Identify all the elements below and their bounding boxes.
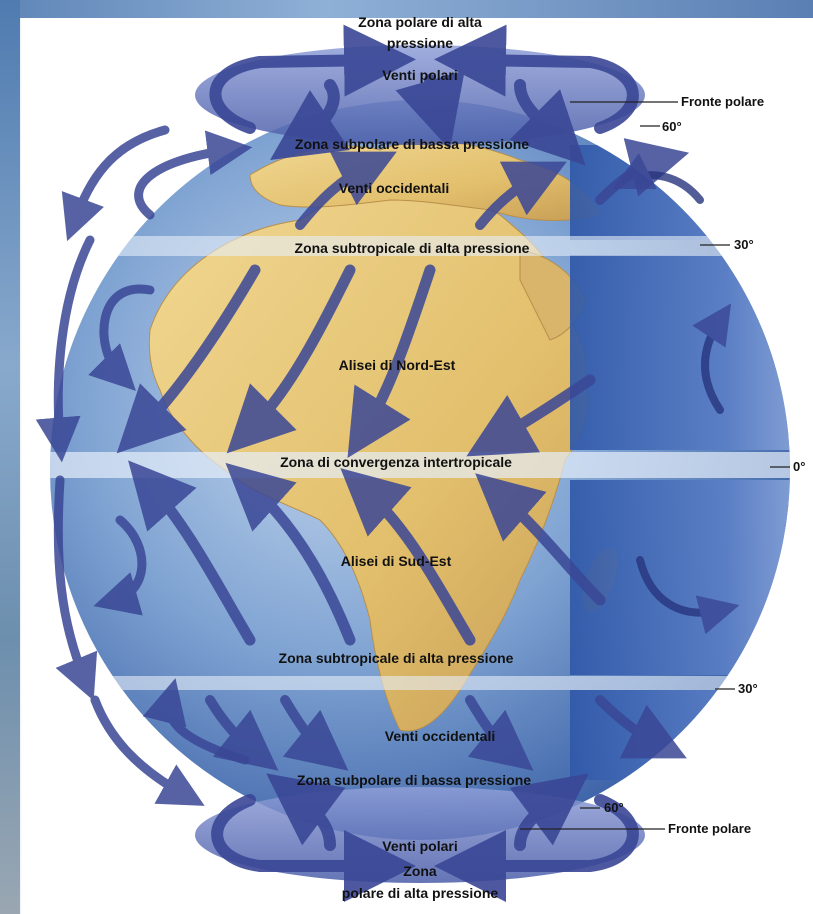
label-trades-ne: Alisei di Nord-Est [339, 357, 456, 373]
label-lat-30s: 30° [738, 681, 758, 696]
label-trades-se: Alisei di Sud-Est [341, 553, 452, 569]
label-itcz: Zona di convergenza intertropicale [280, 454, 512, 470]
label-polar-front-north: Fronte polare [681, 94, 764, 109]
band-30s [40, 676, 813, 690]
label-subpolar-north: Zona subpolare di bassa pressione [295, 136, 529, 152]
label-bottom-zone-1: Zona [403, 863, 437, 879]
label-subtropical-north: Zona subtropicale di alta pressione [295, 240, 530, 256]
label-top-zone-1: Zona polare di alta [358, 14, 482, 30]
label-lat-30n: 30° [734, 237, 754, 252]
hadley-cell-north [570, 255, 813, 450]
label-polar-front-south: Fronte polare [668, 821, 751, 836]
hadley-cell-south [570, 480, 813, 675]
label-polar-winds-south: Venti polari [382, 838, 457, 854]
label-lat-0: 0° [793, 459, 805, 474]
label-westerlies-north: Venti occidentali [339, 180, 449, 196]
label-polar-winds-north: Venti polari [382, 67, 457, 83]
label-westerlies-south: Venti occidentali [385, 728, 495, 744]
label-bottom-zone-2: polare di alta pressione [342, 885, 499, 901]
label-top-zone-2: pressione [387, 35, 453, 51]
label-lat-60s: 60° [604, 800, 624, 815]
label-lat-60n: 60° [662, 119, 682, 134]
label-subpolar-south: Zona subpolare di bassa pressione [297, 772, 531, 788]
label-subtropical-south: Zona subtropicale di alta pressione [279, 650, 514, 666]
